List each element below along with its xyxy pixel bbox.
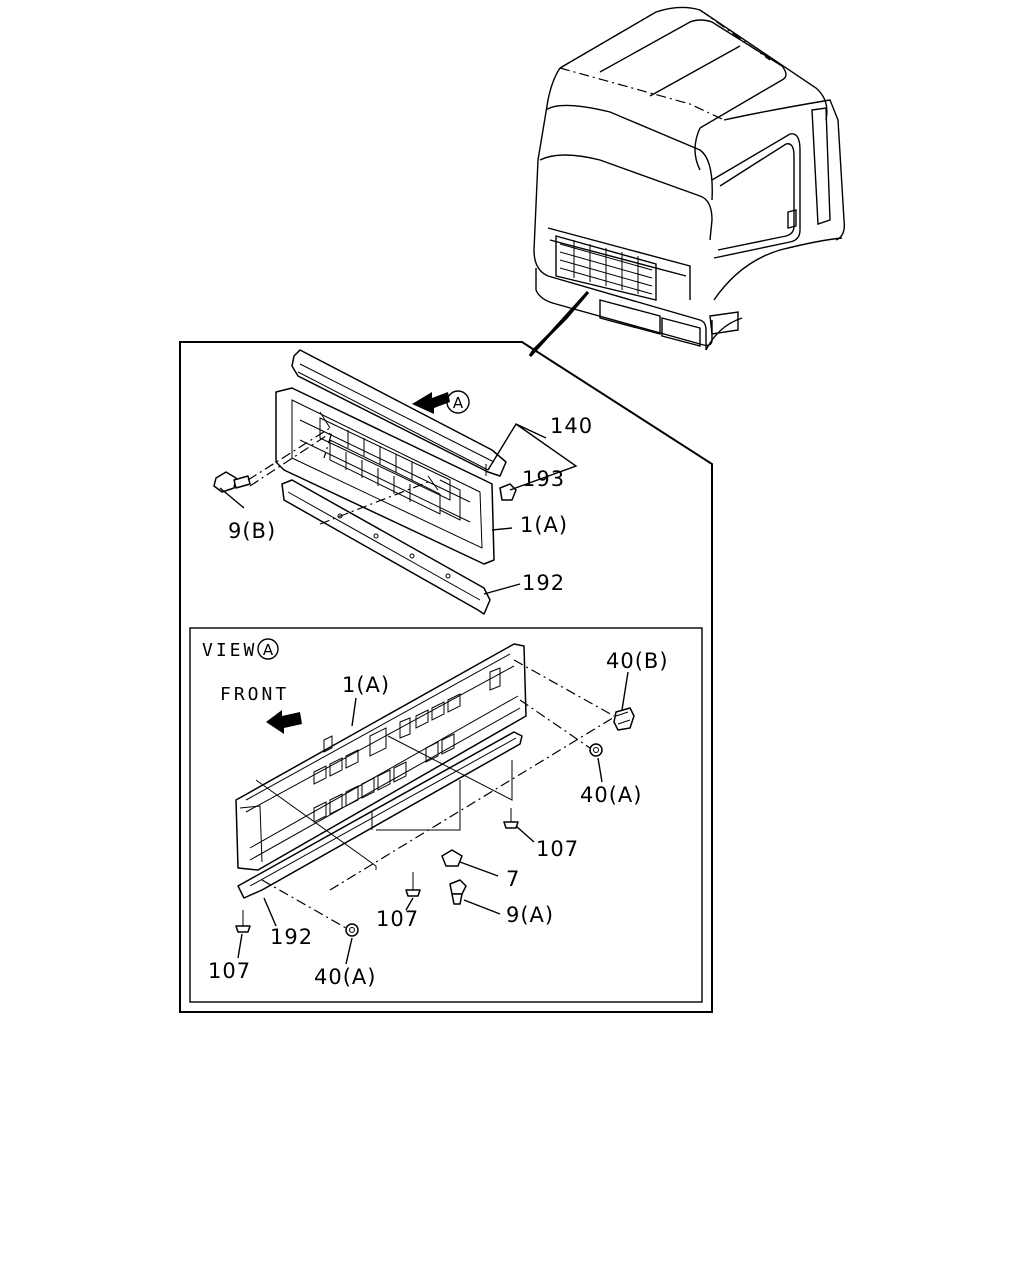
view-marker-circle <box>257 638 279 660</box>
label-40a-bottom: 40(A) <box>314 965 376 989</box>
exploded-view-top: A 140 193 9(B) 1(A) 192 <box>213 349 593 615</box>
view-marker-text: A <box>263 641 274 659</box>
label-140: 140 <box>550 414 593 438</box>
screw-107-right <box>503 808 519 829</box>
truck-cab <box>528 6 846 358</box>
label-107-mid: 107 <box>376 907 419 931</box>
label-192-top: 192 <box>522 571 565 595</box>
label-1a-view: 1(A) <box>342 673 390 697</box>
view-a-frame <box>189 627 703 1003</box>
clip-40b <box>613 707 635 731</box>
label-193: 193 <box>522 467 565 491</box>
label-40a-right: 40(A) <box>580 783 642 807</box>
label-192-view: 192 <box>270 925 313 949</box>
screw-9a <box>449 879 467 905</box>
screw-107-left <box>235 910 251 933</box>
front-arrow <box>266 710 302 734</box>
label-9b: 9(B) <box>228 519 276 543</box>
label-107-right: 107 <box>536 837 579 861</box>
marker-a-text: A <box>453 394 464 412</box>
label-7: 7 <box>506 867 520 891</box>
clip-7 <box>441 849 463 867</box>
screw-9b <box>213 471 251 493</box>
inset-frame <box>179 341 713 1013</box>
grille-rear-view <box>235 643 527 871</box>
label-1a-top: 1(A) <box>520 513 568 537</box>
view-title: VIEW <box>202 640 257 661</box>
clip-193 <box>499 483 517 501</box>
front-label: FRONT <box>220 684 289 705</box>
direction-arrow-a <box>412 392 450 414</box>
screw-107-mid <box>405 872 421 897</box>
nut-40a-bottom <box>345 923 359 937</box>
strip-192-rear <box>237 731 523 899</box>
nut-40a-right <box>589 743 603 757</box>
view-a: VIEW A FRONT <box>202 638 669 989</box>
label-40b: 40(B) <box>606 649 669 673</box>
part-140-rail <box>291 349 507 477</box>
label-107-left: 107 <box>208 959 251 983</box>
marker-a-circle <box>446 390 470 414</box>
label-9a: 9(A) <box>506 903 554 927</box>
part-1a-grille <box>275 387 495 565</box>
